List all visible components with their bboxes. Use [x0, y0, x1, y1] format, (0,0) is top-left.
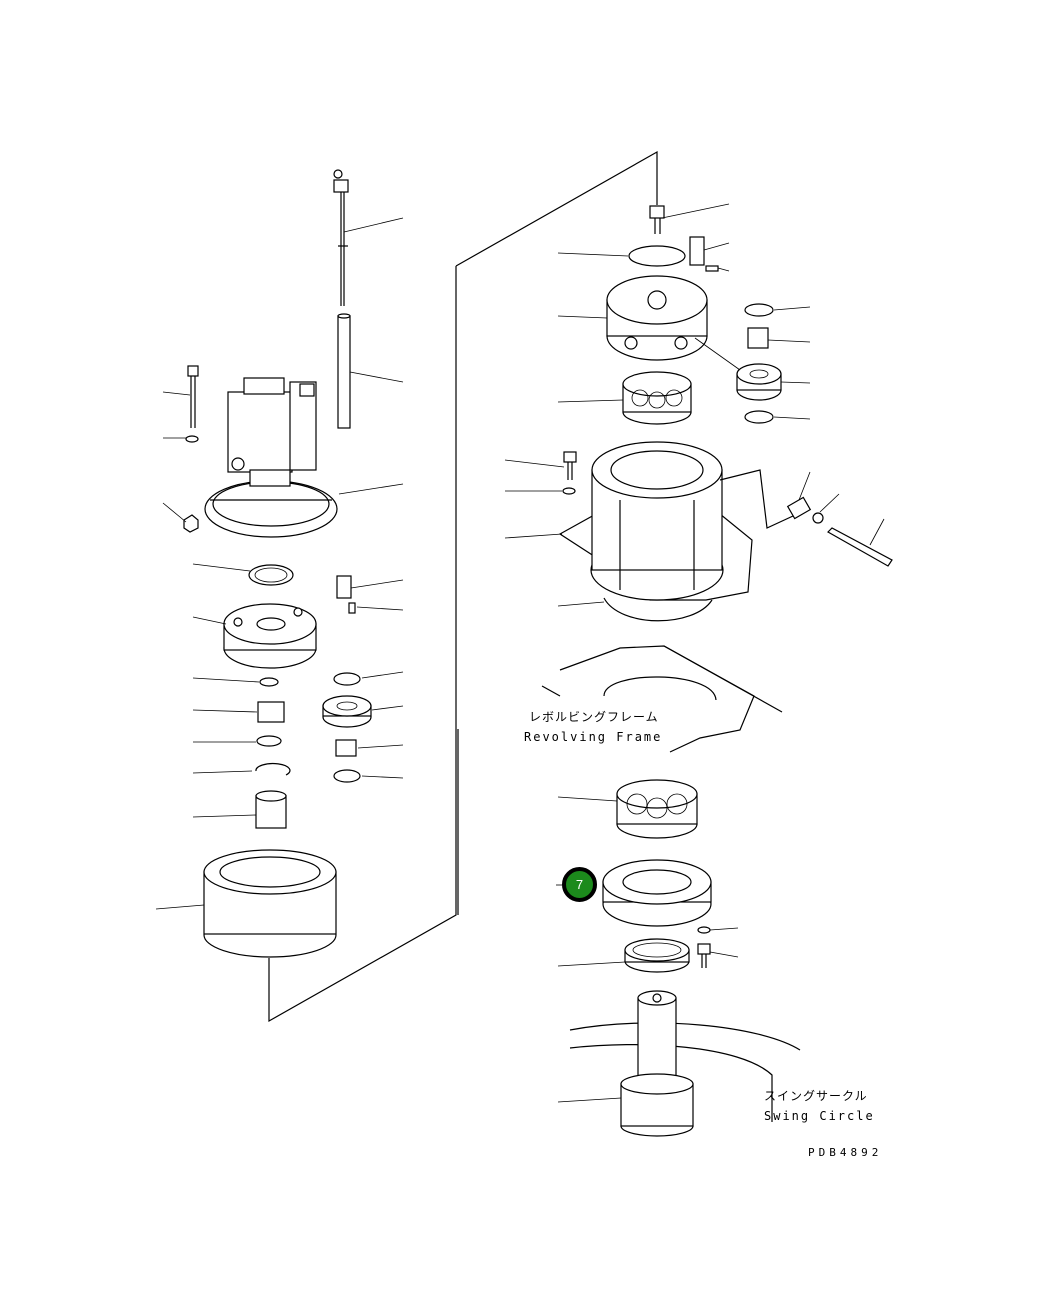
leader-line [343, 217, 404, 233]
leader-line [709, 951, 739, 958]
leader-line [780, 381, 811, 384]
revolving-frame-label-en: Revolving Frame [524, 730, 663, 744]
leader-line [162, 502, 187, 523]
pin [689, 236, 705, 266]
bearing [322, 695, 372, 728]
leader-line [557, 315, 608, 319]
leader-line [819, 493, 840, 513]
leader-line [162, 391, 191, 396]
snap-ring [255, 762, 291, 776]
ring-gear [203, 849, 337, 958]
leader-line [192, 563, 251, 572]
pin [336, 575, 352, 599]
bolt [563, 451, 577, 480]
cover [602, 859, 712, 927]
leader-line [557, 1097, 622, 1103]
level-gauge [333, 169, 349, 306]
swing-circle-label-en: Swing Circle [764, 1109, 875, 1123]
leader-line [719, 469, 794, 529]
leader-line [557, 601, 605, 607]
spherical-roller-bearing [622, 371, 692, 425]
gasket [603, 597, 713, 622]
leader-line [661, 203, 730, 219]
leader-line [773, 306, 811, 311]
swing-circle [569, 1022, 801, 1051]
leader-line [557, 961, 626, 967]
thrust-washer [256, 735, 282, 747]
washer [185, 435, 199, 443]
leader-line [192, 770, 253, 774]
leader-line [869, 518, 885, 546]
leader-line [192, 709, 258, 713]
spherical-roller-bearing [616, 779, 698, 839]
bolt [649, 205, 665, 234]
swing-motor [204, 377, 338, 538]
leader-line [557, 252, 629, 257]
leader-line [338, 483, 404, 495]
plate [628, 245, 686, 267]
revolving-frame-label-jp: レボルビングフレーム [529, 710, 659, 724]
leader-line [192, 677, 260, 683]
leader-line [350, 579, 404, 589]
drawing-code: PDB4892 [808, 1146, 883, 1159]
leader-line [361, 775, 404, 779]
group-bracket-upper [268, 266, 457, 1023]
swing-circle-label-jp: スイングサークル [764, 1089, 868, 1103]
leader-line [798, 471, 811, 501]
planet-carrier-upper [606, 275, 708, 361]
thrust-washer [744, 303, 774, 317]
spring-pin [705, 265, 719, 272]
leader-line [504, 459, 565, 468]
leader-line [504, 533, 563, 539]
washer [259, 677, 279, 687]
gauge-pipe [337, 313, 351, 429]
spring-pin [348, 602, 356, 614]
oil-seal [624, 938, 690, 973]
part-callout-badge[interactable]: 7 [562, 867, 597, 902]
leader-line [557, 399, 624, 403]
leader-line [767, 339, 811, 343]
group-bracket-top [455, 150, 658, 267]
bolt [697, 943, 711, 968]
breather [786, 496, 824, 524]
leader-line [357, 744, 404, 749]
leader-line [192, 616, 227, 625]
leader-line [155, 904, 205, 910]
washer [562, 487, 576, 495]
callout-number: 7 [575, 877, 584, 892]
leader-line [703, 242, 730, 251]
needle-bearing [747, 327, 769, 349]
leader-line [361, 671, 404, 679]
bearing [736, 363, 782, 401]
leader-line [557, 796, 618, 802]
leader-line [349, 371, 404, 383]
thrust-washer [744, 410, 774, 424]
pinion-shaft [620, 990, 694, 1137]
leader-line [717, 267, 730, 272]
needle-bearing [257, 701, 285, 723]
drain-pipe [827, 527, 893, 567]
washer [697, 926, 711, 934]
leader-line [192, 814, 257, 818]
planet-carrier [223, 603, 317, 669]
swing-machinery-case [558, 441, 753, 601]
swing-circle [569, 1044, 773, 1122]
plug [183, 514, 199, 533]
sun-gear [255, 790, 287, 829]
leader-line [356, 606, 404, 611]
leader-line [371, 705, 404, 711]
bolt-long [187, 365, 199, 428]
revolving-frame [541, 645, 783, 753]
leader-line [773, 416, 811, 420]
leader-line [694, 337, 741, 371]
needle-bearing [335, 739, 357, 757]
thrust-washer [333, 769, 361, 783]
thrust-washer [333, 672, 361, 686]
leader-line [709, 927, 739, 931]
